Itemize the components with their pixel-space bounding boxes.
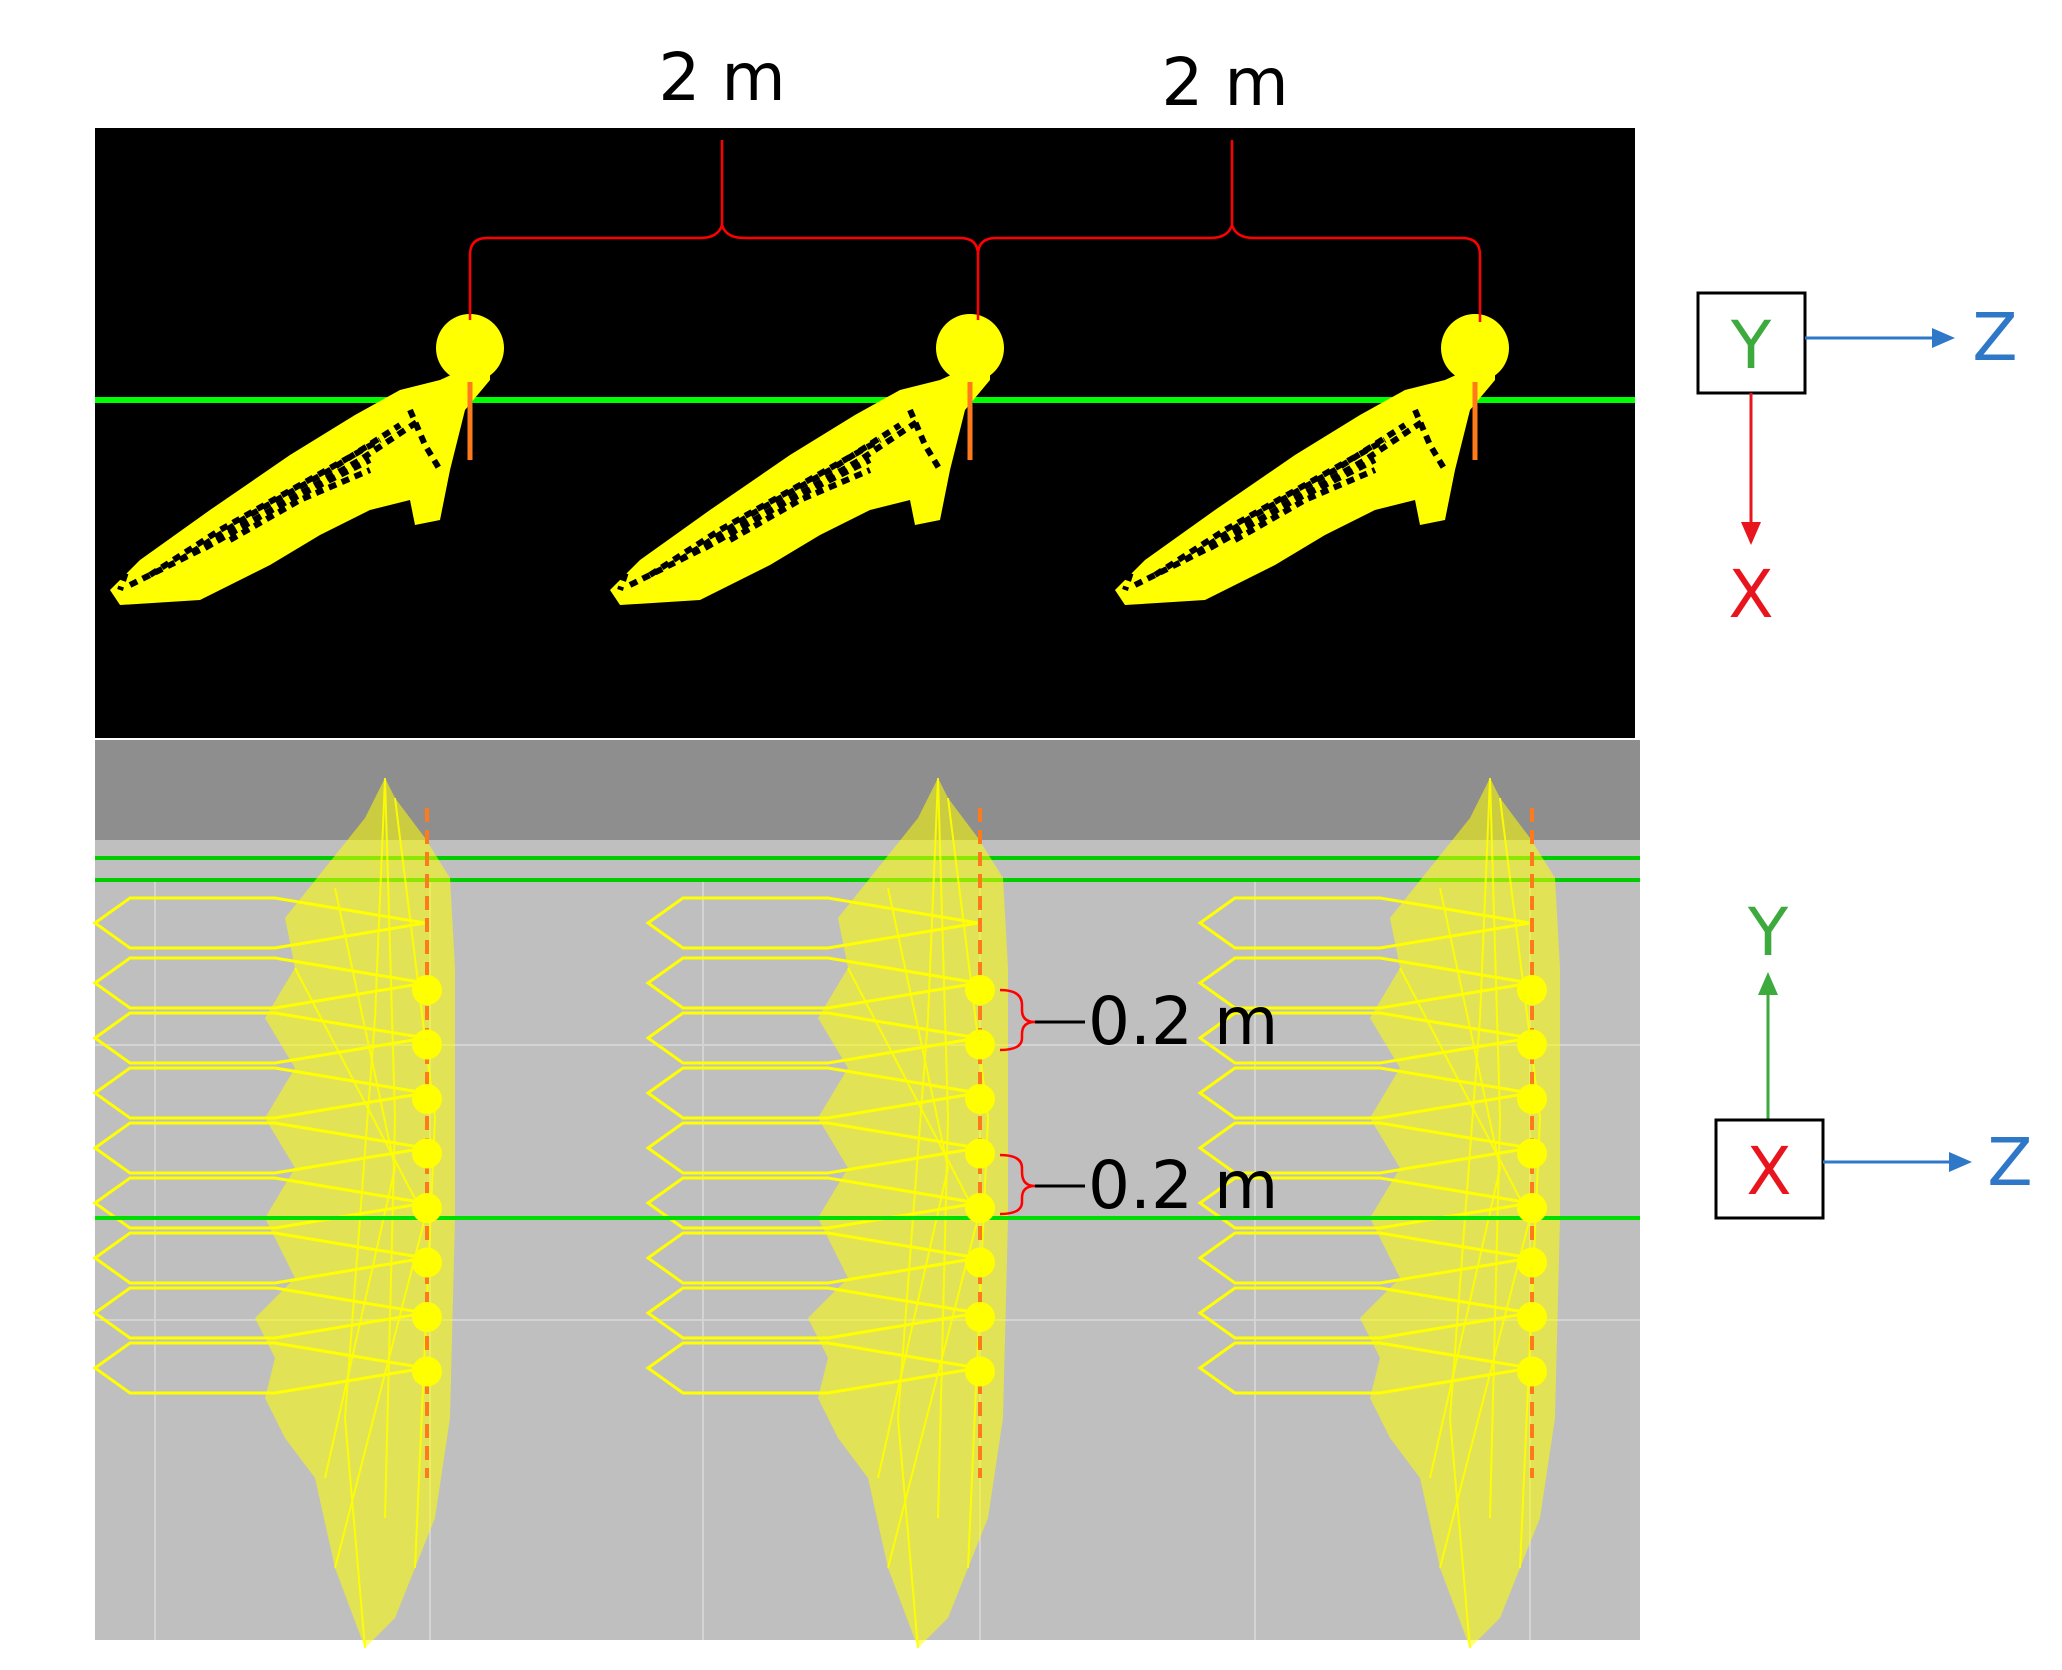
- top-spacing-brackets: [468, 140, 1482, 322]
- axis-label-bottom-up: Y: [1747, 894, 1789, 971]
- emitter-dot: [965, 1084, 995, 1114]
- emitter-dot: [965, 1193, 995, 1223]
- emitter-dot: [412, 1247, 442, 1278]
- emitter-dot: [1517, 1029, 1547, 1060]
- emitter-dots: [412, 975, 1547, 1387]
- emitter-dot: [412, 975, 442, 1005]
- axis-triad-bottom: Y X Z: [1714, 894, 2033, 1220]
- axis-label-top-right: Z: [1972, 299, 2017, 376]
- emitter-dot: [1517, 1193, 1547, 1223]
- side-spacing-label-1: 0.2 m: [1088, 983, 1278, 1060]
- emitter-dot: [965, 975, 995, 1005]
- emitter-dot: [1517, 1302, 1547, 1332]
- arrowhead-icon: [1932, 328, 1955, 348]
- emitter-dot: [412, 1193, 442, 1223]
- axis-label-top-box: Y: [1730, 307, 1772, 384]
- arrowhead-icon: [1741, 522, 1761, 545]
- emitter-dot: [1517, 1084, 1547, 1114]
- axis-box-bottom: [1714, 1118, 1825, 1220]
- top-spacing-label-1: 2 m: [658, 39, 785, 116]
- side-spacing-label-2: 0.2 m: [1088, 1147, 1278, 1224]
- axis-label-top-down: X: [1728, 556, 1773, 633]
- emitter-dot: [412, 1302, 442, 1332]
- axis-label-bottom-right: Z: [1987, 1124, 2032, 1201]
- emitter-dot: [412, 1138, 442, 1169]
- emitter-dot: [965, 1138, 995, 1169]
- emitter-dot: [1517, 1356, 1547, 1387]
- arrowhead-icon: [1758, 972, 1778, 995]
- axis-label-bottom-box: X: [1746, 1133, 1791, 1210]
- emitter-dot: [412, 1084, 442, 1114]
- arrowhead-icon: [1949, 1152, 1972, 1172]
- top-view-panel: 2 m 2 m: [95, 39, 1635, 738]
- emitter-dot: [1517, 1138, 1547, 1169]
- emitter-dot: [1517, 1247, 1547, 1278]
- emitter-dot: [412, 1029, 442, 1060]
- emitter-dot: [412, 1356, 442, 1387]
- emitter-dot: [965, 1247, 995, 1278]
- emitter-dot: [965, 1029, 995, 1060]
- emitter-dot: [965, 1302, 995, 1332]
- emitter-dot: [1517, 975, 1547, 1005]
- axis-triad-top: Y Z X: [1696, 291, 2018, 633]
- emitter-dot: [965, 1356, 995, 1387]
- side-view-upper-band: [95, 740, 1640, 840]
- side-view-panel: 0.2 m 0.2 m: [93, 740, 1640, 1650]
- top-spacing-label-2: 2 m: [1161, 44, 1288, 121]
